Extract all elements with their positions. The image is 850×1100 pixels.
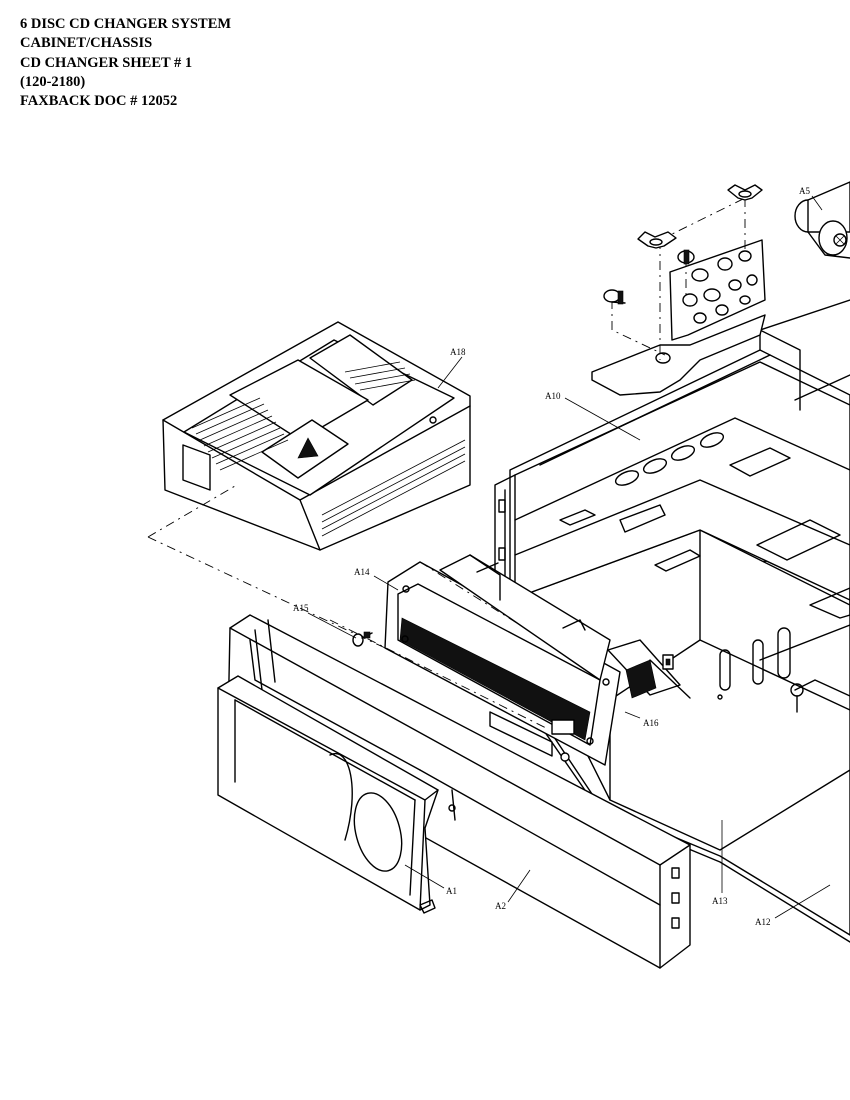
door-a1 [217,675,439,914]
callout-a12: A12 [755,917,771,927]
magazine-grip-ridges [191,361,416,471]
wing-nut-lower [637,231,677,249]
callout-a1: A1 [446,886,457,896]
chassis-tray-a13 [509,529,850,851]
connector-a5 [794,181,850,259]
callout-a18: A18 [450,347,466,357]
front-bezel-a14 [329,554,621,766]
wing-nut-upper [727,184,763,201]
header-part-number-line: (120-2180) [20,73,86,90]
callout-a10: A10 [545,391,561,401]
document-header: 6 DISC CD CHANGER SYSTEM CABINET/CHASSIS… [20,15,231,111]
header-title-line: 6 DISC CD CHANGER SYSTEM [20,16,232,32]
screw-a15 [352,631,570,762]
switch-assembly-a16 [607,639,691,699]
bezel-slot-hatching [399,617,591,741]
header-sheet-line: CD CHANGER SHEET # 1 [20,54,193,71]
callout-a5: A5 [799,186,810,196]
callout-a16: A16 [643,718,659,728]
screw-upper [677,249,695,265]
screw-left [603,289,626,305]
callout-a2: A2 [495,901,506,911]
leader-lines [307,195,831,919]
header-subtitle-line: CABINET/CHASSIS [20,35,153,52]
callout-a14: A14 [354,567,370,577]
header-faxback-line: FAXBACK DOC # 12052 [20,93,178,110]
disc-magazine-a18 [147,321,491,698]
chassis-cage-a10 [494,299,850,700]
callout-a13: A13 [712,896,728,906]
callout-labels: A5 A18 A10 A14 A15 A16 A1 A2 A13 A12 [293,186,810,927]
callout-a15: A15 [293,603,309,613]
rear-bracket [591,197,766,396]
